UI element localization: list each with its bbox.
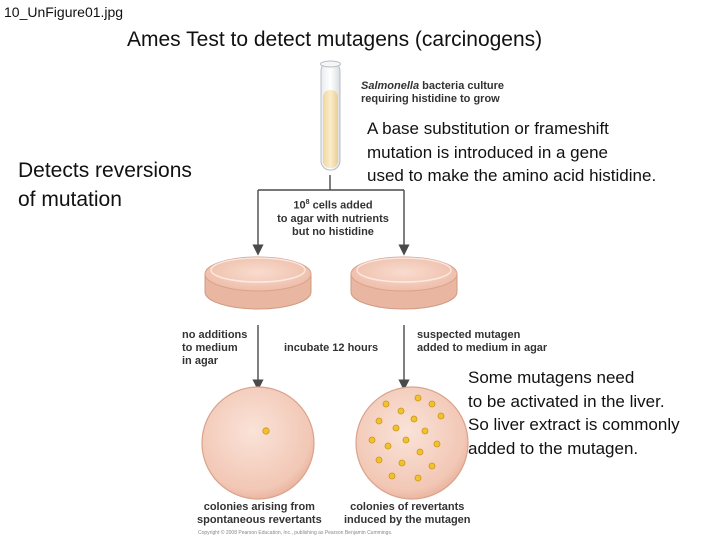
- mutation-note: A base substitution or frameshift mutati…: [367, 117, 656, 188]
- induced-label: colonies of revertants induced by the mu…: [344, 501, 471, 527]
- cells-added-line-1: 108 cells added: [258, 196, 408, 213]
- culture-label-line-2: requiring histidine to grow: [361, 93, 500, 105]
- mutation-note-line-3: used to make the amino acid histidine.: [367, 166, 657, 185]
- agar-plate-right: [350, 256, 458, 310]
- culture-label: Salmonella bacteria culture requiring hi…: [361, 80, 504, 106]
- side-note: Detects reversions of mutation: [18, 156, 192, 214]
- cells-added-text: cells added: [312, 199, 373, 212]
- slide-filename: 10_UnFigure01.jpg: [4, 4, 124, 20]
- no-additions-line-3: in agar: [182, 355, 219, 367]
- spontaneous-label: colonies arising from spontaneous revert…: [197, 501, 322, 527]
- cells-added-line-3: but no histidine: [292, 225, 374, 238]
- side-note-line-2: of mutation: [18, 188, 122, 211]
- mutation-note-line-1: A base substitution or frameshift: [367, 119, 609, 138]
- no-additions-line-1: no additions: [182, 329, 248, 341]
- result-plate-spontaneous: [201, 386, 315, 500]
- suspected-mutagen-line-1: suspected mutagen: [417, 329, 521, 341]
- slide-title: Ames Test to detect mutagens (carcinogen…: [127, 28, 543, 51]
- liver-note-line-2: to be activated in the liver.: [468, 391, 665, 411]
- cells-added-line-2: to agar with nutrients: [277, 212, 389, 225]
- no-additions-line-2: to medium: [182, 342, 238, 354]
- liver-note-line-1: Some mutagens need: [468, 368, 635, 387]
- cells-count-exp: 8: [305, 199, 310, 206]
- colonies: [368, 394, 445, 482]
- induced-line-2: induced by the mutagen: [344, 514, 471, 526]
- incubate-label: incubate 12 hours: [284, 342, 379, 354]
- liver-note-line-3: So liver extract is commonly: [468, 415, 680, 434]
- culture-label-rest: bacteria culture: [419, 80, 505, 92]
- spontaneous-line-2: spontaneous revertants: [197, 514, 322, 526]
- result-plate-induced: [355, 386, 469, 500]
- flow-arrows: [252, 175, 410, 391]
- suspected-mutagen-label: suspected mutagen added to medium in aga…: [417, 329, 547, 355]
- suspected-mutagen-line-2: added to medium in agar: [417, 342, 548, 354]
- cells-added-label: 108 cells added to agar with nutrients b…: [258, 196, 408, 239]
- test-tube: [320, 60, 341, 171]
- agar-plate-left: [204, 256, 312, 310]
- induced-line-1: colonies of revertants: [350, 501, 465, 513]
- no-additions-label: no additions to medium in agar: [182, 329, 247, 368]
- spontaneous-line-1: colonies arising from: [203, 501, 315, 513]
- liver-note: Some mutagens need to be activated in th…: [468, 366, 680, 460]
- liver-note-line-4: added to the mutagen.: [468, 438, 639, 458]
- cells-count-base: 10: [293, 199, 306, 212]
- mutation-note-line-2: mutation is introduced in a gene: [367, 142, 608, 162]
- culture-label-line-1: Salmonella bacteria culture: [361, 80, 504, 93]
- side-note-line-1: Detects reversions: [18, 159, 192, 182]
- culture-label-italic: Salmonella: [361, 80, 420, 92]
- copyright-notice: Copyright © 2008 Pearson Education, Inc.…: [198, 530, 393, 536]
